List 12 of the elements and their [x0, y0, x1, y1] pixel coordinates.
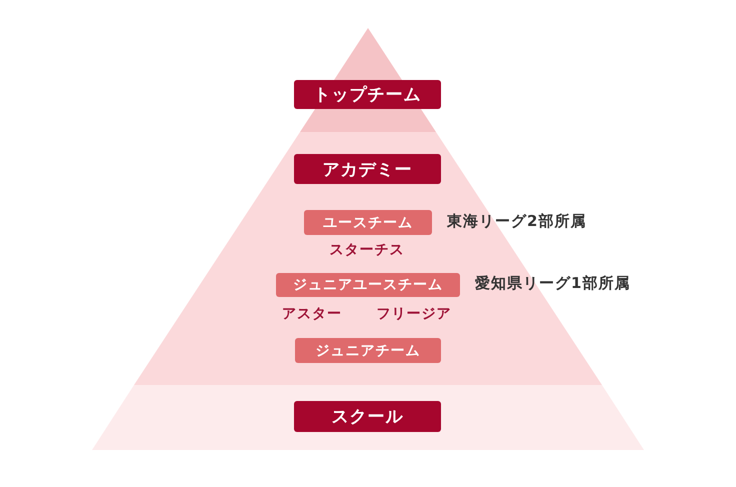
tier-heading: アカデミー — [294, 154, 441, 184]
league-note: 愛知県リーグ1部所属 — [475, 275, 630, 292]
team-tag: ユースチーム — [304, 210, 432, 235]
pyramid-tier — [92, 385, 644, 450]
tier-heading: スクール — [294, 401, 441, 432]
team-tag: ジュニアユースチーム — [276, 273, 460, 297]
league-note: 東海リーグ2部所属 — [447, 213, 586, 230]
team-name: フリージア — [376, 307, 452, 322]
team-name: アスター — [282, 307, 342, 322]
team-tag: ジュニアチーム — [295, 338, 441, 363]
team-name: スターチス — [330, 243, 404, 258]
tier-heading: トップチーム — [294, 80, 441, 109]
